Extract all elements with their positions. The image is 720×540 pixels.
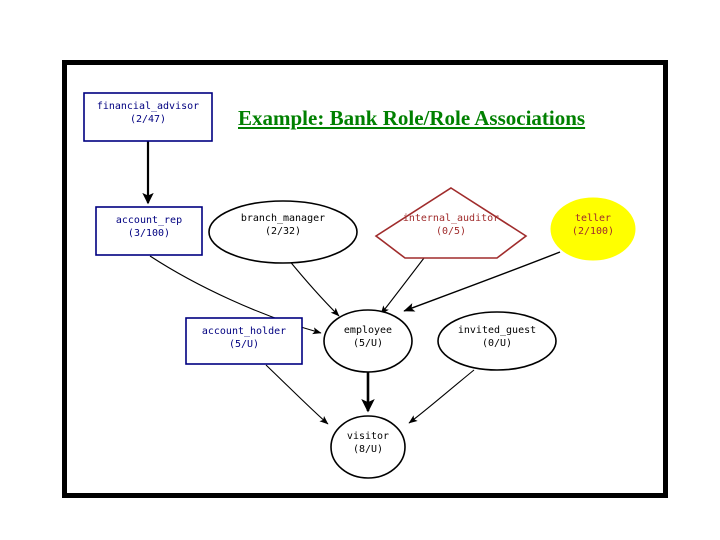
edge-branch_manager-employee [287, 258, 340, 317]
page-title: Example: Bank Role/Role Associations [238, 106, 586, 130]
edge-account_holder-visitor [265, 364, 329, 425]
edge-invited_guest-visitor [408, 369, 475, 424]
node-employee[interactable] [323, 309, 413, 373]
node-account_holder[interactable] [185, 317, 303, 365]
edge-layer [142, 141, 561, 425]
edge-teller-employee [403, 251, 561, 312]
node-financial_advisor[interactable] [83, 92, 213, 142]
node-account_rep[interactable] [95, 206, 203, 256]
node-invited_guest[interactable] [437, 311, 557, 371]
node-layer [83, 92, 636, 479]
node-teller[interactable] [550, 197, 636, 261]
node-visitor[interactable] [330, 415, 406, 479]
node-internal_auditor[interactable] [374, 187, 528, 259]
node-branch_manager[interactable] [208, 200, 358, 264]
edge-internal_auditor-employee [380, 257, 425, 315]
